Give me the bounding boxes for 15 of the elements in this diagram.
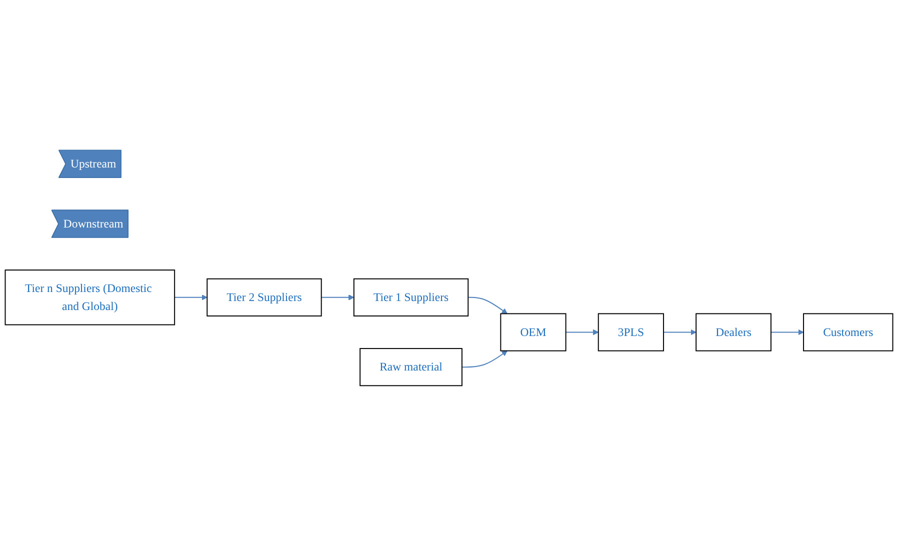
node-box: Customers [803, 313, 894, 352]
arrow [174, 294, 208, 300]
node-box: Raw material [360, 348, 462, 386]
arrow [320, 294, 354, 300]
node-box: Tier 2 Suppliers [206, 278, 322, 317]
node-box: Tier 1 Suppliers [353, 278, 469, 317]
arrow [565, 329, 599, 336]
arrow [468, 296, 508, 314]
node-box: 3PLS [598, 313, 664, 352]
node-box: OEM [500, 313, 566, 352]
node-box: Tier n Suppliers (Domestic and Global) [4, 270, 176, 326]
arrow [770, 329, 804, 336]
arrow [663, 329, 696, 336]
node-box: Dealers [696, 313, 772, 352]
arrow [461, 350, 508, 368]
